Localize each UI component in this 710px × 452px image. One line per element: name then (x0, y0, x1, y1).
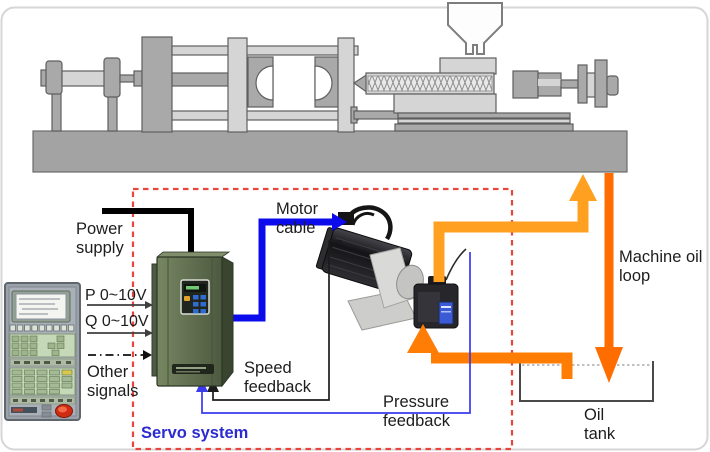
motor-cable-label: Motor cable (276, 200, 319, 237)
oil-suction-arrowhead (407, 324, 439, 353)
pressure-feedback-label: Pressure feedback (383, 393, 450, 430)
controller-keypad-upper (9, 333, 76, 358)
power-supply-line (102, 208, 194, 258)
controller-screen (15, 293, 67, 320)
power-supply-label: Power supply (76, 220, 124, 257)
pump-label (438, 301, 454, 325)
connection-lines (87, 208, 471, 414)
oil-return-arrowhead (595, 347, 623, 383)
machine-controller (4, 282, 81, 421)
oil-supply-line (433, 200, 589, 282)
pressure-feedback-line (201, 252, 471, 414)
oil-tank (519, 361, 654, 402)
motor-cable-loop (343, 205, 393, 241)
oil-supply-arrowhead (569, 174, 597, 201)
motor-cable-line (232, 218, 332, 322)
controller-keypad-lower (9, 367, 76, 396)
machine-oil-loop-arrows (407, 173, 623, 383)
p-signal-label: P 0~10V (85, 287, 147, 304)
drive-keypad (180, 279, 210, 315)
oil-suction-line (431, 352, 573, 379)
injection-molding-machine (32, 2, 628, 173)
slide-border (0, 6, 709, 451)
controller-logo (11, 407, 37, 413)
controller-button-row (9, 324, 75, 332)
q-signal-arrowhead (145, 329, 153, 337)
clamping-unit (141, 36, 359, 133)
machine-oil-loop-label: Machine oil loop (619, 248, 703, 285)
q-signal-label: Q 0~10V (85, 313, 149, 330)
speed-feedback-line (212, 240, 342, 401)
servo-drive (151, 251, 234, 388)
servo-motor-pump (315, 205, 467, 331)
ejector-assembly (40, 57, 143, 132)
motor-cable-arrowhead (332, 213, 347, 231)
servo-system-label: Servo system (141, 424, 249, 442)
injection-unit (350, 2, 619, 132)
screw-barrel (367, 75, 493, 92)
hopper (447, 2, 503, 55)
other-signals-label: Other signals (87, 363, 139, 400)
pressure-sensor-wire (445, 248, 467, 281)
oil-tank-label: Oil tank (584, 406, 616, 443)
other-signals-arrowhead (143, 350, 152, 360)
machine-base (32, 130, 628, 173)
speed-feedback-label: Speed feedback (244, 359, 311, 396)
p-signal-arrowhead (145, 301, 153, 309)
